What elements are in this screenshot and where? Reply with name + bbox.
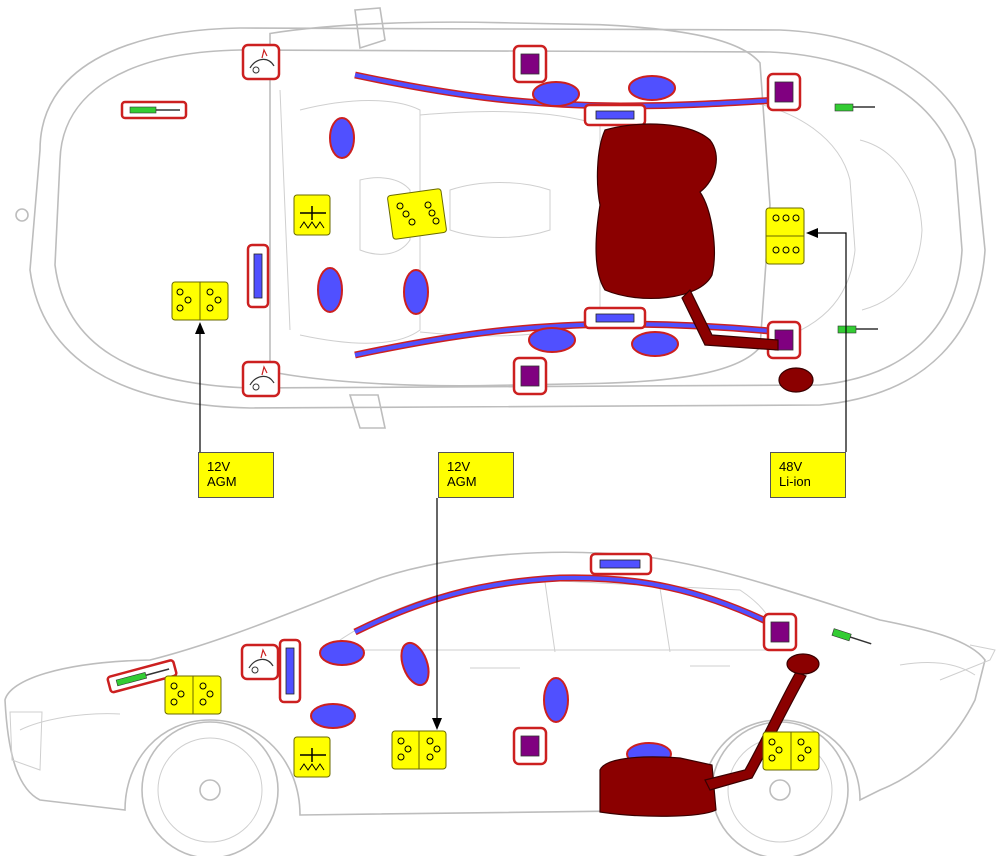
airbag-icon [543, 677, 569, 723]
label-12v-agm-front: 12V AGM [198, 452, 274, 498]
battery-icon [387, 188, 447, 240]
gas-strut-icon [834, 103, 854, 112]
label-12v-agm-side: 12V AGM [438, 452, 514, 498]
inflator-icon [595, 110, 635, 120]
airbag-icon [319, 640, 365, 666]
airbag-icon [631, 331, 679, 357]
seatbelt-tensioner-icon [774, 81, 794, 103]
high-voltage-cutoff-icon [293, 736, 331, 778]
airbag-icon [329, 117, 355, 159]
gas-strut-icon [837, 325, 857, 334]
gas-strut-icon [129, 106, 157, 114]
inflator-icon [595, 313, 635, 323]
inflator-icon [599, 559, 641, 569]
inflator-icon [253, 253, 263, 299]
airbag-icon [628, 75, 676, 101]
battery-icon [391, 730, 447, 770]
gas-strut-icon [831, 628, 852, 642]
battery-icon [164, 675, 222, 715]
airbag-icon [317, 267, 343, 313]
seatbelt-tensioner-icon [520, 53, 540, 75]
side-view-car [4, 551, 996, 856]
airbag-icon [528, 327, 576, 353]
airbag-icon [532, 81, 580, 107]
front-wheel [141, 721, 279, 856]
battery-icon [765, 207, 805, 265]
high-voltage-cutoff-icon [293, 194, 331, 236]
seatbelt-tensioner-icon [770, 621, 790, 643]
airbag-icon [400, 641, 430, 687]
battery-icon [762, 731, 820, 771]
inflator-icon [285, 647, 295, 695]
fuel-tank-icon [599, 756, 717, 817]
battery-icon [171, 281, 229, 321]
label-48v-li-ion: 48V Li-ion [770, 452, 846, 498]
hood-lifter-icon [241, 360, 281, 398]
hood-lifter-icon [240, 643, 280, 681]
top-view-car [15, 7, 986, 429]
seatbelt-tensioner-icon [520, 735, 540, 757]
curtain-airbag [354, 575, 769, 634]
hood-lifter-icon [241, 43, 281, 81]
seatbelt-tensioner-icon [520, 365, 540, 387]
airbag-icon [310, 703, 356, 729]
fuel-tank-icon [595, 123, 717, 299]
airbag-icon [403, 269, 429, 315]
